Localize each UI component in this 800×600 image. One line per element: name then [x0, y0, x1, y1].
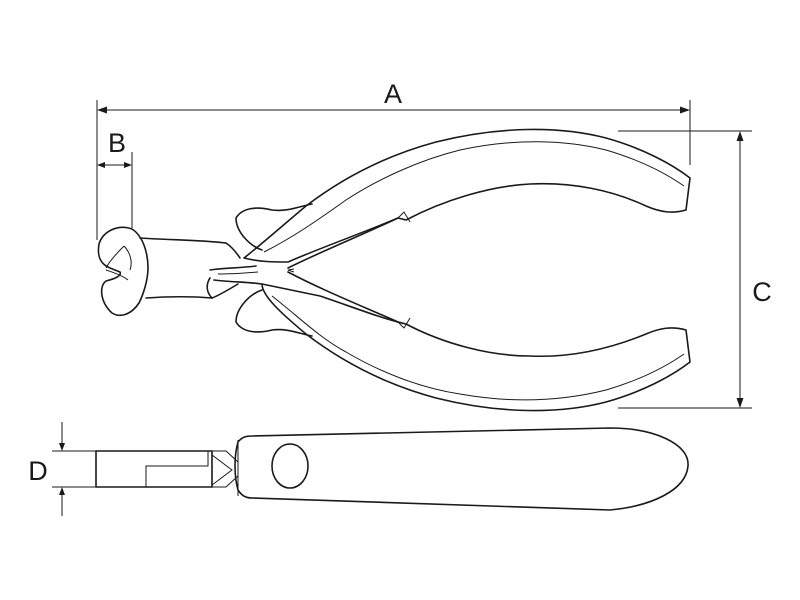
- lower-grip-collar: [235, 289, 313, 337]
- dimension-a-arrow-left: [97, 106, 107, 114]
- side-handle-outline: [234, 427, 689, 511]
- upper-handle: [235, 128, 691, 263]
- joint-center-line: [217, 271, 259, 275]
- dimension-b-arrow-left: [97, 162, 105, 168]
- box-joint: [209, 265, 263, 299]
- dimension-a-arrow-right: [680, 106, 690, 114]
- lower-handle-notch: [397, 317, 411, 329]
- upper-handle-outline: [243, 128, 691, 263]
- dimension-d-arrow-bottom: [59, 487, 65, 495]
- spring-lower-leaf: [287, 271, 399, 323]
- joint-lower-edge: [211, 283, 239, 299]
- pliers-top-view: [97, 128, 691, 412]
- upper-handle-inner-line: [263, 141, 685, 253]
- dimension-c: C: [618, 130, 772, 409]
- side-head-block: [95, 450, 213, 488]
- dimension-b-arrow-right: [124, 162, 132, 168]
- head-neck-outline: [139, 237, 227, 299]
- return-spring: [287, 217, 399, 323]
- dimension-d-label: D: [28, 456, 48, 486]
- side-pivot-rivet: [271, 443, 309, 489]
- dimension-d-arrow-top: [59, 443, 65, 451]
- spring-tip: [287, 268, 295, 273]
- cutting-head: [97, 226, 241, 317]
- dimension-c-arrow-bottom: [736, 398, 744, 408]
- cutting-edge-lines: [105, 245, 132, 281]
- head-neck-transition: [206, 242, 241, 299]
- lower-handle-inner-line: [271, 295, 685, 401]
- dimension-b: B: [97, 128, 133, 228]
- lower-handle-outline: [261, 283, 691, 412]
- cutting-head-outline: [97, 226, 149, 317]
- dimension-a: A: [96, 79, 691, 240]
- dimension-c-arrow-top: [736, 131, 744, 141]
- side-joint-lines: [211, 454, 233, 486]
- upper-handle-notch: [397, 211, 411, 223]
- dimension-d: D: [28, 422, 96, 516]
- lower-handle: [235, 283, 691, 412]
- joint-plate-lines: [209, 265, 263, 285]
- side-jaw-step: [145, 451, 209, 487]
- dimension-b-label: B: [108, 128, 126, 158]
- dimension-a-label: A: [384, 79, 402, 109]
- pliers-side-view: [95, 427, 689, 511]
- upper-grip-collar: [235, 203, 313, 251]
- dimension-c-label: C: [752, 277, 772, 307]
